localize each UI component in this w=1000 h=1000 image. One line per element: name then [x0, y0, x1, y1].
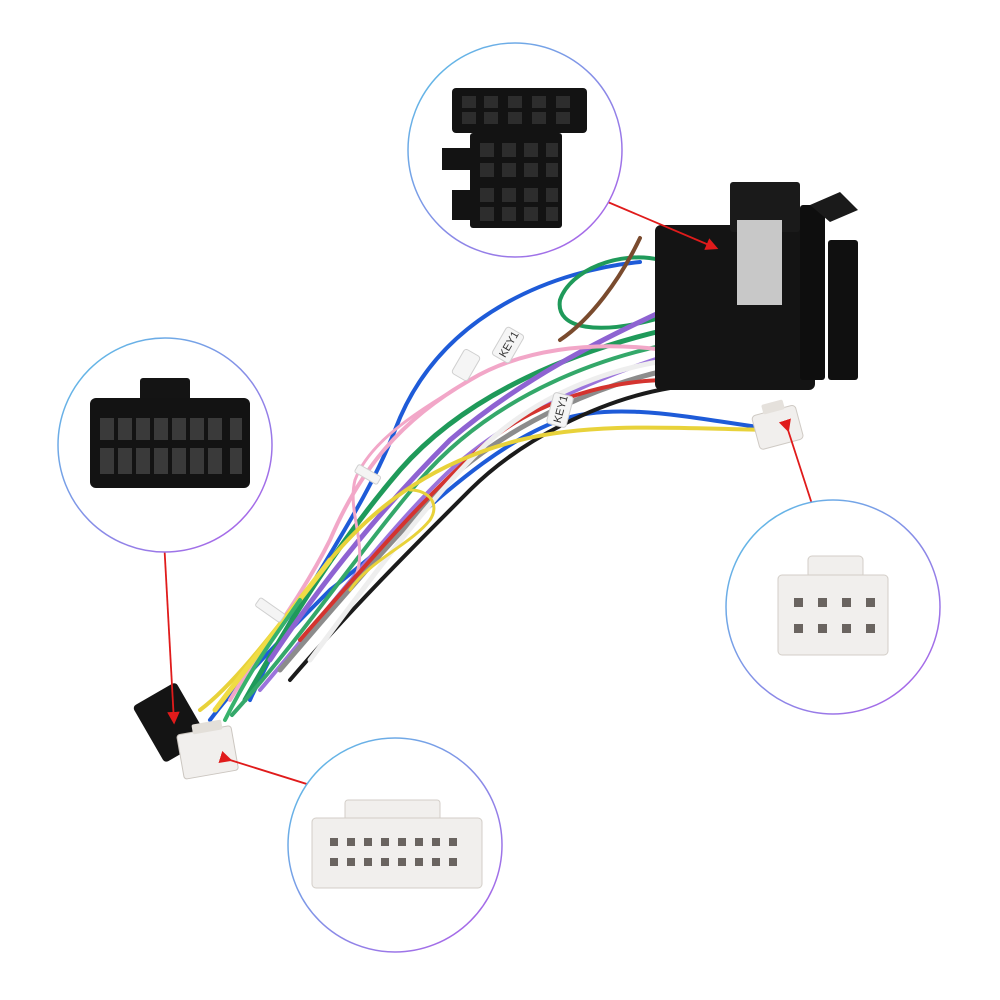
white-8-pin-plug [751, 399, 804, 450]
wire-yellow-loop [348, 488, 436, 592]
wire-black [288, 386, 672, 682]
wire-white [307, 357, 673, 663]
cable-tie-1 [255, 597, 285, 623]
iso-main-connector [655, 182, 858, 390]
wire-tag-3: KEY1 [546, 392, 574, 428]
connector-label-sticker [737, 220, 782, 305]
wire-green-loop [557, 255, 662, 330]
black-16-pin-connector-icon [90, 378, 250, 488]
callout-16-pin-connector [57, 337, 273, 553]
callout-8-pin-connector [725, 499, 941, 715]
callout-20-pin-connector [287, 737, 503, 953]
wire-bundle [198, 236, 782, 722]
black-iso-connector-icon [442, 88, 587, 228]
callout-iso-connector [407, 42, 623, 258]
wire-brown [558, 236, 642, 342]
wire-yellow-2 [212, 557, 333, 713]
arrow-16-pin [156, 511, 180, 725]
white-8-pin-connector-icon [777, 555, 889, 656]
white-20-pin-connector-icon [311, 799, 483, 889]
wire-tags: KEY1 KEY1 [255, 326, 574, 623]
wire-green [242, 327, 668, 703]
wire-purple [267, 307, 668, 663]
wire-pink-loop [338, 378, 472, 602]
wire-green-2 [230, 343, 667, 717]
wire-tag-2 [451, 348, 481, 382]
wire-green-3 [223, 598, 302, 722]
cable-tie-2 [354, 464, 382, 485]
